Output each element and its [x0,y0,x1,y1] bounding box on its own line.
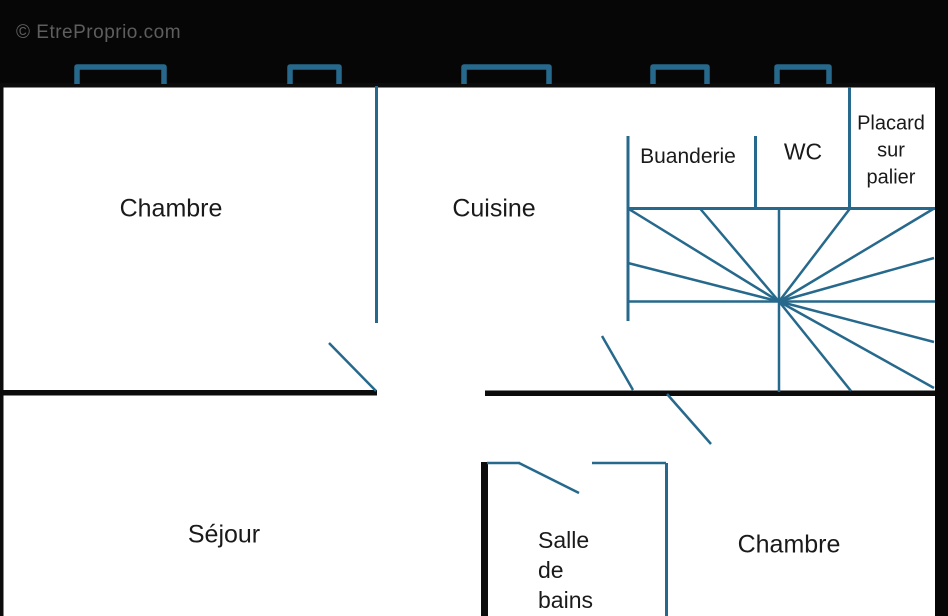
wall-corridor-left [0,390,377,396]
room-label-buanderie: Buanderie [640,145,736,168]
room-label-placard-line1: Placard [857,112,925,135]
window-symbol-4 [650,64,710,84]
room-label-bains-line1: Salle [538,527,590,553]
door-swing-stairs [600,335,635,391]
room-label-sejour: Séjour [187,520,261,549]
room-label-placard-line3: palier [866,166,916,189]
window-symbols [74,64,832,84]
room-label-chambre-top: Chambre [119,194,223,223]
wall-left [0,83,4,616]
wall-corridor-right [485,390,935,396]
room-label-cuisine: Cuisine [452,194,536,223]
black-walls [0,83,935,616]
door-swing-bathroom [518,461,580,495]
blue-partitions [375,86,851,323]
room-label-bains-line3: bains [538,587,593,613]
window-symbol-2 [287,64,342,84]
door-swings [328,335,712,495]
stair-treads [627,207,935,392]
bathroom-partitions [487,461,668,616]
room-label-bains-line2: de [538,557,564,583]
room-label-salle-de-bains: Salle de bains [538,525,593,615]
watermark: © EtreProprio.com [16,22,182,43]
window-symbol-5 [774,64,832,84]
room-label-placard: Placard sur palier [857,111,925,192]
room-label-placard-line2: sur [877,139,905,162]
door-swing-chambre-bottom [666,393,712,445]
room-label-chambre-bottom: Chambre [737,530,841,559]
door-swing-sejour [328,342,377,392]
room-label-wc: WC [783,138,823,165]
window-symbol-1 [74,64,167,84]
window-symbol-3 [461,64,552,84]
wall-bathroom-left [481,462,488,616]
staircase [626,207,935,392]
wall-top [0,83,935,88]
